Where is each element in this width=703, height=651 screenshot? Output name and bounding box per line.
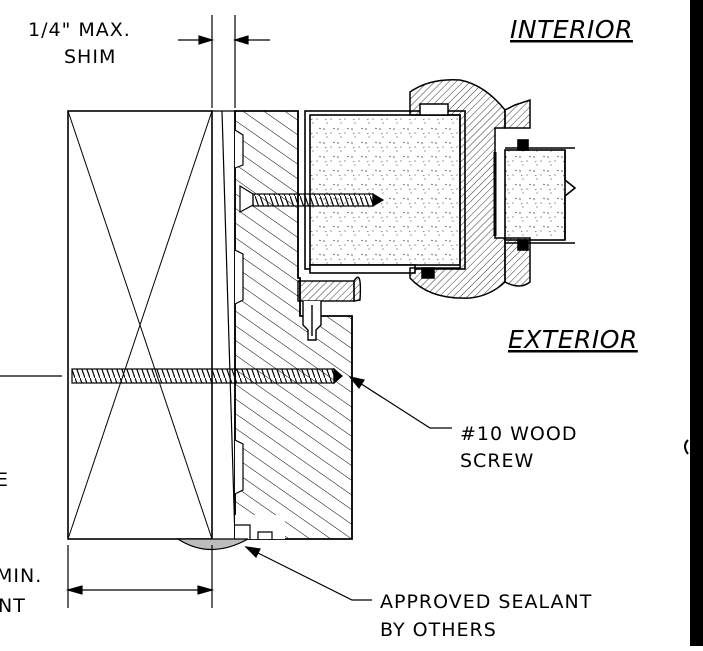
partial-label-e: E <box>0 469 9 491</box>
wood-screw <box>71 367 343 385</box>
screw-label-line1: #10 WOOD <box>460 423 577 445</box>
interior-label: INTERIOR <box>510 15 633 44</box>
edge-mark <box>684 439 689 455</box>
glazing-unit <box>493 139 577 251</box>
sheet-border-bar <box>690 0 703 646</box>
sealant-label-line2: BY OTHERS <box>380 619 497 641</box>
frame-to-sash-screw <box>239 184 385 214</box>
sash-foam-block <box>304 110 466 274</box>
sealant-leader <box>244 546 372 601</box>
partial-label-min: MIN. <box>0 565 42 587</box>
shim-label-line2: SHIM <box>64 46 116 68</box>
screw-leader <box>348 376 452 429</box>
shim-label-line1: 1/4" MAX. <box>28 19 131 41</box>
screw-label-line2: SCREW <box>460 450 534 472</box>
frame-clip <box>297 276 362 341</box>
sealant-label-line1: APPROVED SEALANT <box>380 591 592 613</box>
wood-frame <box>234 110 353 540</box>
exterior-label: EXTERIOR <box>508 325 638 354</box>
framing-block <box>67 110 213 540</box>
width-dimension <box>65 545 215 608</box>
shim <box>212 110 236 540</box>
sealant-bead <box>175 538 249 550</box>
shim-dimension <box>178 15 270 108</box>
partial-label-nt: NT <box>0 595 26 617</box>
